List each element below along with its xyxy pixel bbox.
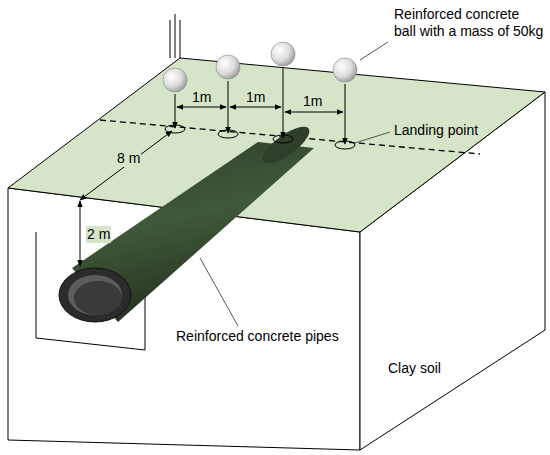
callout-label: Landing point [394,122,478,139]
callout-label: Reinforced concrete pipes [176,328,339,345]
pipe-bore [74,281,122,315]
pipe-inner [68,275,122,315]
concrete-ball [333,58,357,82]
pipe-far-end [257,120,314,169]
dimension-label: 1m [246,89,265,106]
dimension-label: 8 m [116,150,141,167]
drop-arrow [345,84,346,144]
concrete-ball [163,68,187,92]
leader-lines [200,42,390,326]
pipe-body [72,142,314,322]
pipe-end [59,268,131,322]
drop-arrow [283,68,284,138]
dimension-arrows [80,107,343,266]
callout-label: Reinforced concrete ball with a mass of … [394,6,544,40]
ground-surface [8,58,545,232]
dimension-label: 2 m [86,226,111,243]
drop-arrow [228,81,229,133]
dimension-label: 1m [303,93,322,110]
drop-arrow [175,94,176,128]
concrete-ball [216,55,240,79]
motion-lines [170,14,180,58]
dimension-label: 1m [192,89,211,106]
concrete-ball [271,42,295,66]
region-label: Clay soil [388,360,441,377]
